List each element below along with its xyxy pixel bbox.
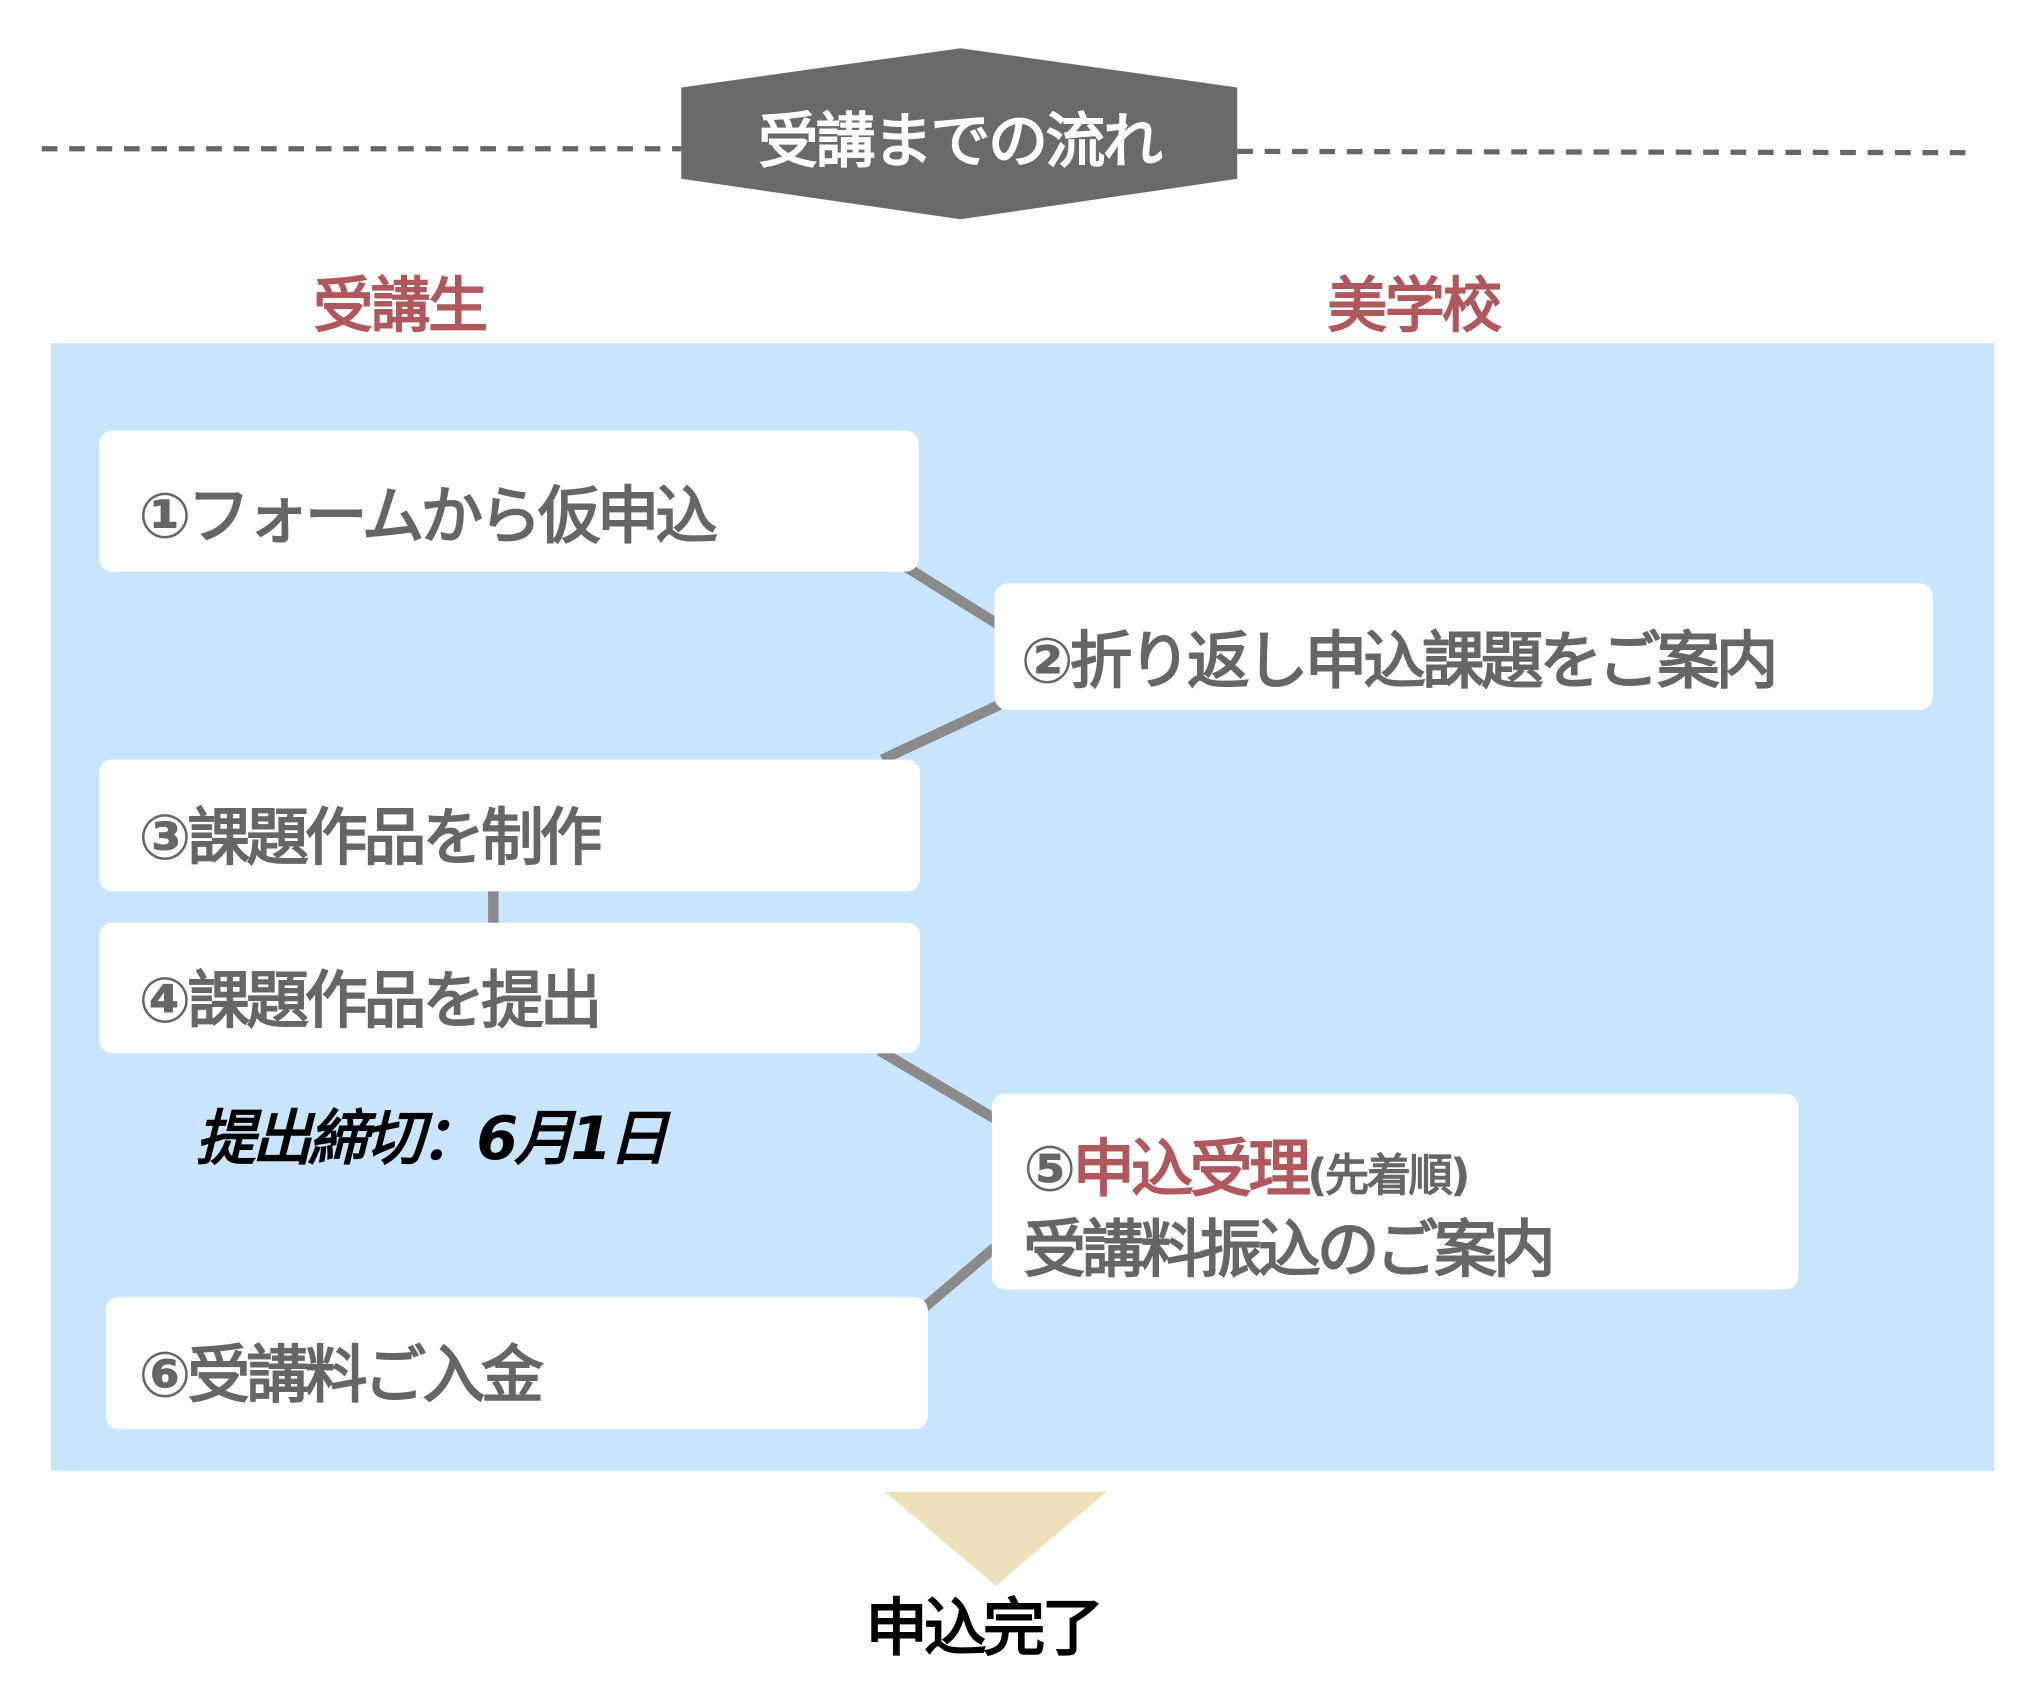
down-arrow-triangle (884, 1491, 1107, 1586)
step-3-label: ③課題作品を制作 (138, 801, 602, 875)
step-2-label: ②折り返し申込課題をご案内 (1020, 625, 1779, 699)
column-header-student: 受講生 (313, 270, 488, 341)
connector-4-5 (876, 1046, 998, 1123)
submission-deadline: 提出締切：6月1日 (195, 1102, 668, 1174)
step-5-box: ⑤申込受理(先着順) 受講料振込のご案内 (991, 1093, 1799, 1290)
step-5-number: ⑤ (1023, 1132, 1076, 1206)
step-4-label: ④課題作品を提出 (138, 964, 602, 1038)
step-5-title: ⑤申込受理(先着順) (1023, 1117, 1470, 1208)
step-5-line2: 受講料振込のご案内 (1023, 1213, 1556, 1287)
step-6-label: ⑥受講料ご入金 (138, 1339, 543, 1413)
connector-5-6 (920, 1243, 998, 1312)
step-4-box: ④課題作品を提出 (99, 922, 921, 1054)
step-6-box: ⑥受講料ご入金 (105, 1297, 928, 1430)
dashed-rule-right (1237, 148, 1978, 156)
step-3-box: ③課題作品を制作 (99, 759, 921, 892)
page-title: 受講までの流れ (758, 105, 1163, 177)
connector-2-3 (880, 700, 1002, 765)
step-1-label: ①フォームから仮申込 (138, 480, 718, 554)
connector-1-2 (900, 560, 1000, 629)
step-2-box: ②折り返し申込課題をご案内 (994, 583, 1933, 710)
column-header-school: 美学校 (1327, 270, 1502, 341)
completion-label: 申込完了 (865, 1592, 1104, 1666)
step-5-note: (先着順) (1307, 1149, 1470, 1202)
title-badge-hexagon (681, 48, 1238, 220)
step-1-box: ①フォームから仮申込 (99, 430, 919, 572)
step-5-highlight: 申込受理 (1072, 1132, 1311, 1206)
